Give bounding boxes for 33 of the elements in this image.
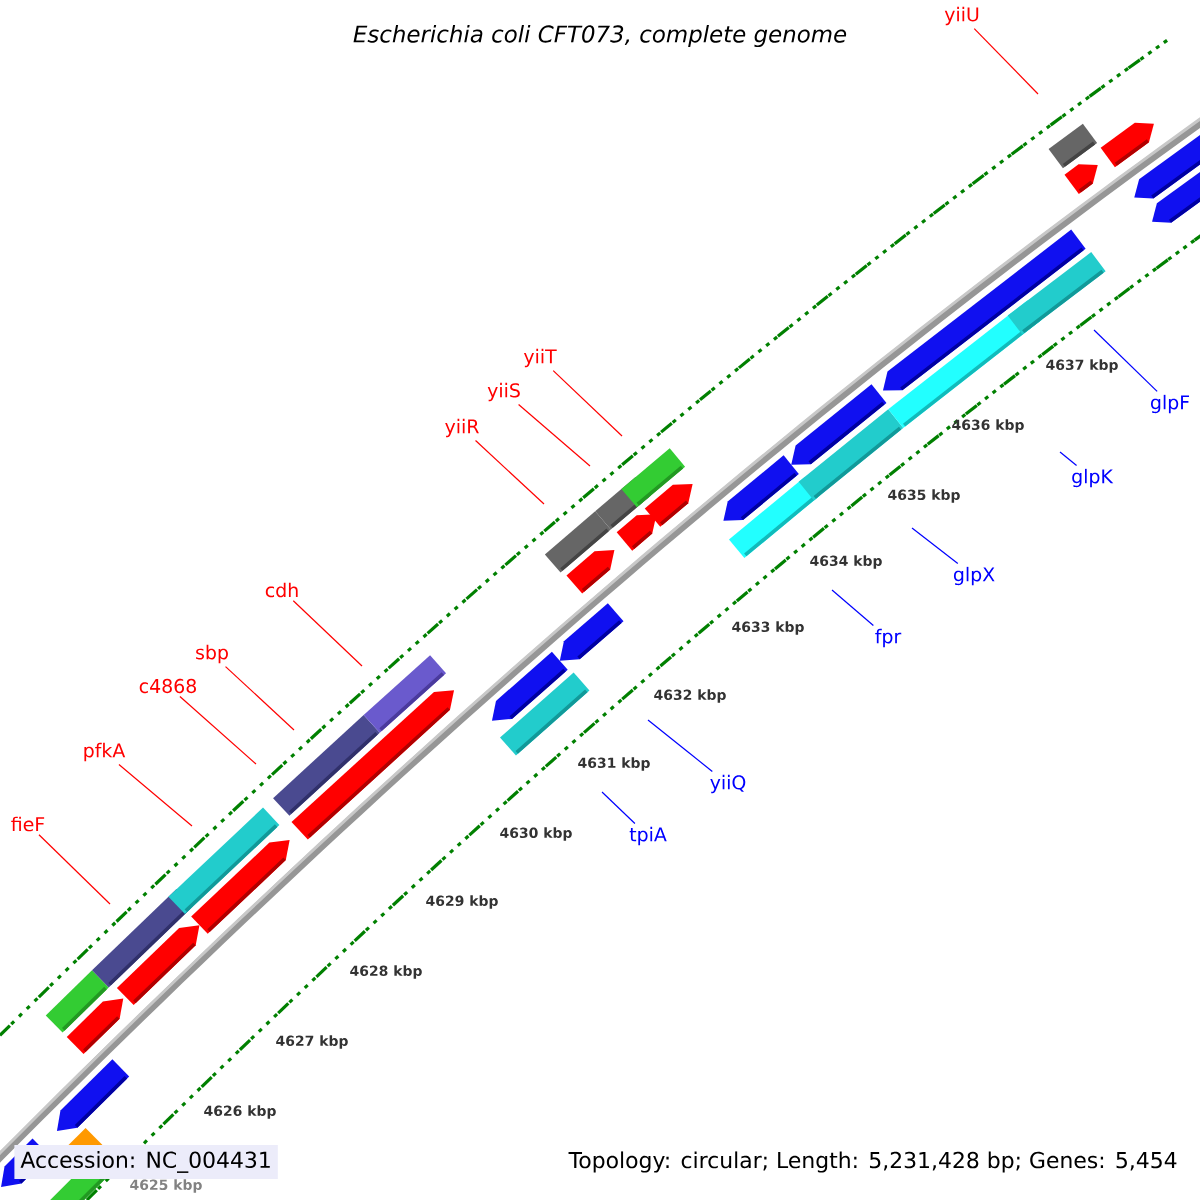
gene-label: fpr — [875, 628, 902, 648]
leader-line — [518, 403, 591, 467]
leader-line — [973, 27, 1039, 95]
gene-label: yiiU — [944, 6, 979, 26]
leader-line — [118, 763, 193, 827]
leader-line — [911, 527, 959, 565]
leader-line — [474, 439, 545, 505]
gene-label: fieF — [11, 816, 45, 832]
gene-label: yiiQ — [710, 774, 746, 794]
gene-label: yiiR — [445, 418, 479, 438]
gene-label: yiiS — [487, 382, 520, 402]
genome-info-label: Topology: circular; Length: 5,231,428 bp; Genes: 5,454 — [568, 1151, 1177, 1173]
gene-label: glpX — [953, 566, 995, 586]
gene-label: tpiA — [629, 826, 667, 846]
leader-line — [831, 589, 874, 627]
leader-line — [38, 834, 111, 905]
gene-label: sbp — [196, 644, 228, 664]
gene-label: glpK — [1072, 468, 1114, 488]
gene-label: yiiT — [523, 348, 557, 368]
accession-label: Accession: NC_004431 — [14, 1145, 278, 1179]
leader-line — [292, 600, 363, 667]
title: Escherichia coli CFT073, complete genome — [353, 24, 847, 48]
leader-line — [224, 665, 295, 731]
leader-line — [179, 695, 257, 765]
leader-line — [1059, 451, 1078, 467]
gene-label: c4868 — [139, 678, 196, 694]
leader-line — [647, 719, 713, 773]
gene-label: cdh — [265, 582, 298, 598]
gene-label: pfkA — [84, 742, 126, 762]
leader-line — [1093, 329, 1158, 393]
gene-label: glpF — [1150, 394, 1189, 414]
leader-line — [552, 369, 623, 437]
leader-line — [601, 791, 636, 825]
